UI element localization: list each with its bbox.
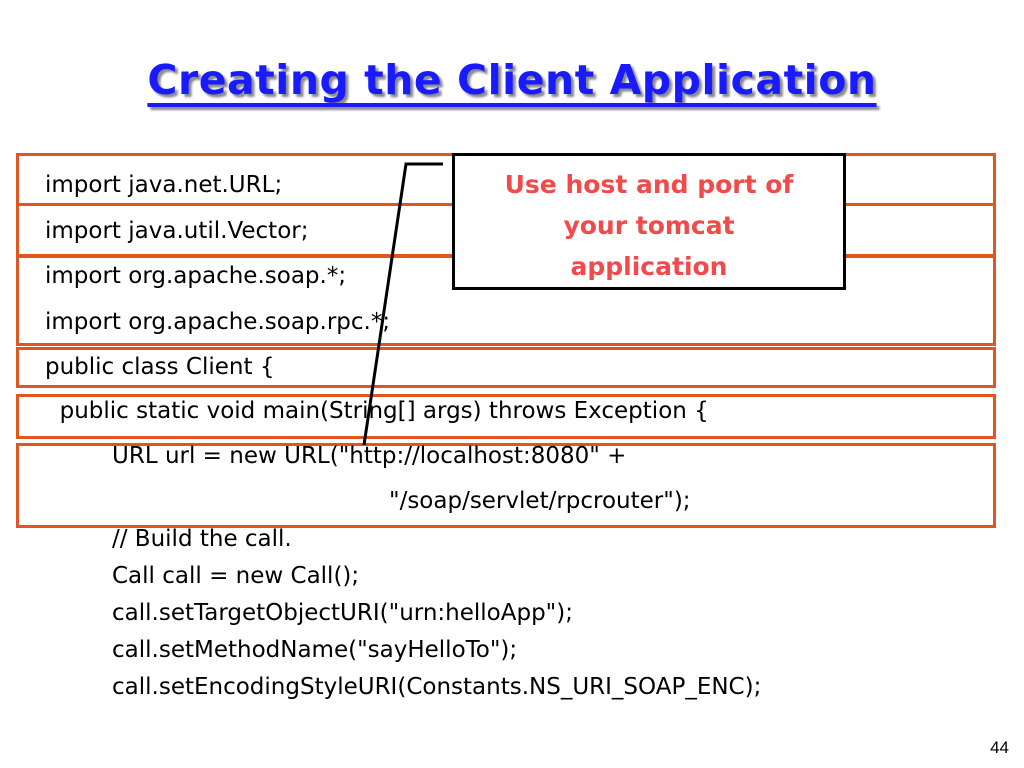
callout-text-line: Use host and port of <box>504 170 794 199</box>
highlight-box-class-decl <box>16 347 996 388</box>
highlight-box-main-decl <box>16 394 996 439</box>
code-line: public static void main(String[] args) t… <box>45 398 709 424</box>
callout-box: Use host and port of your tomcat applica… <box>452 153 846 290</box>
slide-title: Creating the Client Application <box>147 56 877 104</box>
code-line: "/soap/servlet/rpcrouter"); <box>389 488 691 514</box>
code-line: call.setTargetObjectURI("urn:helloApp"); <box>112 600 573 626</box>
code-line: import java.util.Vector; <box>45 218 309 244</box>
highlight-box-url <box>16 443 996 528</box>
code-line: Call call = new Call(); <box>112 563 360 589</box>
code-line: call.setMethodName("sayHelloTo"); <box>112 637 518 663</box>
callout-text-line: your tomcat <box>563 211 735 240</box>
code-line: public class Client { <box>45 354 275 380</box>
code-line: import org.apache.soap.rpc.*; <box>45 309 391 335</box>
code-line: import org.apache.soap.*; <box>45 263 347 289</box>
callout-text-line: application <box>570 252 728 281</box>
code-line: // Build the call. <box>112 526 292 552</box>
code-line: import java.net.URL; <box>45 172 283 198</box>
code-line: URL url = new URL("http://localhost:8080… <box>112 443 627 469</box>
code-line: call.setEncodingStyleURI(Constants.NS_UR… <box>112 674 762 700</box>
page-number: 44 <box>990 738 1009 757</box>
